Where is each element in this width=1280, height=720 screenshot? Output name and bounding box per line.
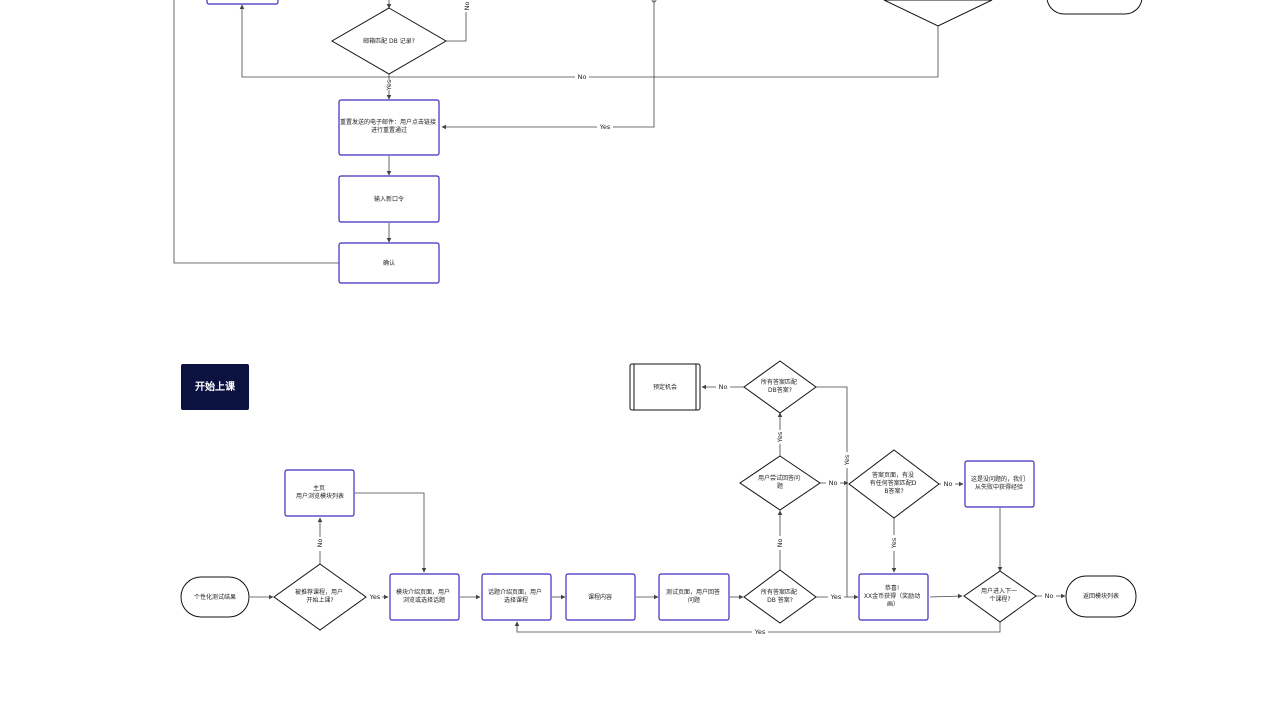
label-yes-2: Yes [599, 123, 611, 131]
label-yes-7: Yes [890, 537, 898, 549]
label-bg [575, 72, 589, 81]
all-match-1-text: 所有答案匹配 DB 答案? [761, 588, 799, 604]
confirm-text: 确认 [383, 259, 395, 267]
label-bg [716, 382, 730, 391]
test-page-node[interactable] [658, 573, 730, 621]
retry-decision-node[interactable] [739, 455, 821, 511]
answer-page-decision[interactable] [848, 449, 940, 519]
all-match-decision-1[interactable] [743, 569, 817, 624]
label-yes-6: Yes [843, 454, 851, 466]
label-yes-3: Yes [369, 593, 381, 601]
label-no-6: No [829, 479, 838, 487]
partial-process-node[interactable] [206, 0, 279, 5]
quiz-result-node[interactable] [180, 576, 250, 618]
label-yes-4: Yes [830, 593, 842, 601]
answer-page-text: 答案页面，有没 有任何答案匹配D B答案? [870, 471, 919, 495]
label-no-4: No [776, 539, 784, 548]
topic-intro-text: 话题介绍页面，用户 选择课程 [488, 588, 544, 604]
recommended-decision-node[interactable] [273, 563, 367, 631]
edge-labels-lower: Yes No Yes No Yes No Yes No Yes No No Ye… [315, 382, 1056, 637]
home-node[interactable] [284, 469, 355, 517]
edge-labels-upper: No Yes No Yes [384, 2, 613, 131]
label-no-7: No [944, 480, 953, 488]
label-bg [941, 479, 955, 488]
congrats-text: 恭喜! XX金币获得（奖励动 画） [864, 584, 922, 608]
label-bg [366, 593, 382, 602]
label-bg [826, 478, 840, 487]
booking-text: 预定机会 [653, 383, 677, 391]
edge-home-to-module [355, 492, 427, 573]
congrats-node[interactable] [858, 573, 929, 621]
label-bg [889, 535, 899, 551]
new-password-node[interactable] [338, 175, 440, 223]
label-bg [315, 537, 325, 551]
label-no-3: No [316, 539, 324, 548]
test-page-text: 测试页面，用户回答 问题 [666, 588, 722, 604]
label-bg [775, 430, 785, 444]
label-yes-8: Yes [754, 628, 766, 636]
confirm-node[interactable] [338, 242, 440, 284]
learn-from-fail-node[interactable] [964, 460, 1035, 508]
label-bg [842, 452, 852, 468]
nodes-lower: 个性化测试结果 被推荐课程，用户 开始上课? 主页 用户浏览模块列表 模块介绍页… [180, 360, 1137, 631]
connector-dot [651, 0, 657, 3]
label-bg [384, 80, 394, 90]
label-bg [597, 122, 613, 131]
label-bg [1042, 591, 1056, 600]
label-bg [775, 536, 785, 550]
partial-terminal-node[interactable] [1046, 0, 1143, 15]
next-lesson-text: 用户进入下一 个课程? [981, 587, 1019, 603]
all-match-decision-2[interactable] [743, 360, 817, 414]
reset-decision-text: 邮箱匹配 DB 记录? [363, 37, 415, 45]
label-no-8: No [1045, 592, 1054, 600]
reset-decision-node[interactable] [331, 7, 447, 75]
reset-email-node[interactable] [338, 99, 440, 156]
topic-intro-node[interactable] [481, 573, 552, 621]
edge-match2-yes [816, 386, 848, 597]
reset-email-text: 重置发送的电子邮件：用户点击链接 进行重置通过 [340, 118, 438, 134]
new-password-text: 输入新口令 [374, 195, 404, 203]
back-to-list-text: 返回模块列表 [1083, 592, 1119, 600]
lesson-content-text: 课程内容 [588, 593, 612, 601]
edge-congrats-to-next [929, 593, 963, 599]
retry-text: 用户尝试回答问 题 [758, 474, 802, 490]
label-no-2: No [578, 73, 587, 81]
label-no-1: No [463, 2, 471, 11]
label-yes-5: Yes [776, 431, 784, 443]
module-intro-text: 模块介绍页面，用户 浏览或选择话题 [396, 588, 452, 604]
partial-decision-node[interactable] [883, 0, 993, 27]
edges-upper [173, 0, 939, 264]
quiz-result-text: 个性化测试结果 [194, 593, 236, 601]
module-intro-node[interactable] [389, 573, 460, 621]
learn-from-fail-text: 这是没问题的，我们 从失败中获得经验 [971, 475, 1027, 491]
recommended-text: 被推荐课程，用户 开始上课? [295, 588, 345, 604]
booking-node[interactable] [629, 363, 701, 411]
home-text: 主页 用户浏览模块列表 [296, 484, 344, 500]
edge-confirm-return [173, 0, 339, 264]
lesson-content-node[interactable] [565, 573, 636, 621]
label-yes-1: Yes [385, 79, 393, 91]
all-match-2-text: 所有答案匹配 DB答案? [761, 378, 799, 394]
edge-top-right-no [239, 4, 939, 78]
section-title-badge: 开始上课 [181, 364, 249, 410]
section-title-text: 开始上课 [195, 380, 236, 393]
next-lesson-decision[interactable] [963, 570, 1037, 623]
edge-into-reset-email-yes [441, 0, 655, 130]
nodes-upper: 邮箱匹配 DB 记录? 重置发送的电子邮件：用户点击链接 进行重置通过 输入新口… [206, 0, 1143, 284]
label-bg [752, 628, 768, 637]
label-no-5: No [719, 383, 728, 391]
label-bg [828, 592, 844, 601]
section-title-bg [181, 364, 249, 410]
back-to-list-node[interactable] [1065, 575, 1137, 618]
